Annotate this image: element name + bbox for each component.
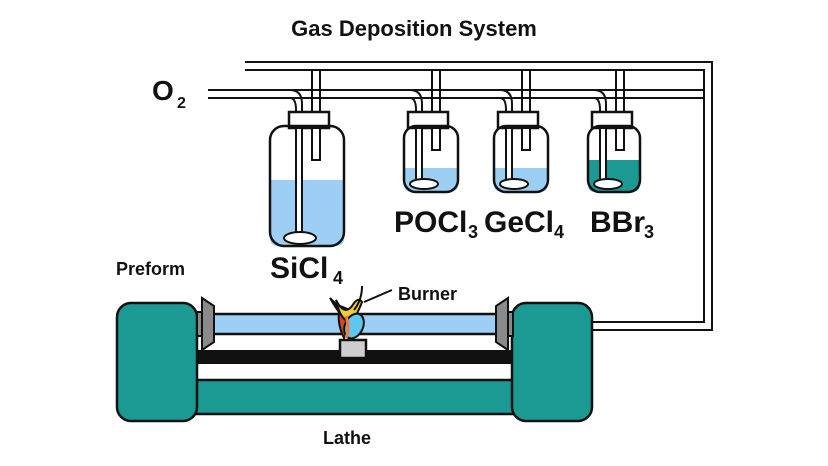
- lathe-label: Lathe: [323, 428, 371, 448]
- bubbler-disc: [499, 178, 529, 190]
- bottle-body: [586, 124, 642, 194]
- bbr3-subscript: 3: [644, 222, 654, 242]
- bottle-gecl4: [492, 110, 550, 194]
- burner: [329, 297, 368, 360]
- lathe-bed-base: [178, 378, 552, 416]
- oxygen-label: O: [152, 75, 174, 106]
- bubbler-disc: [409, 178, 439, 190]
- bottle-body: [402, 124, 460, 194]
- burner-label: Burner: [398, 284, 457, 304]
- diagram-title: Gas Deposition System: [291, 16, 537, 41]
- gecl4-subscript: 4: [554, 222, 564, 242]
- bottle-pocl3: [402, 110, 460, 194]
- burner-base: [338, 338, 368, 360]
- bubbler-disc: [283, 231, 317, 245]
- sicl4-label: SiCl: [270, 252, 328, 285]
- bottle-liquid: [270, 180, 344, 246]
- pocl3-subscript: 3: [468, 222, 478, 242]
- bubbler-disc: [593, 178, 623, 190]
- pocl3-label: POCl: [394, 206, 467, 239]
- lathe-tailstock: [510, 301, 594, 423]
- burner-pointer: [353, 285, 393, 311]
- gecl4-label: GeCl: [484, 206, 554, 239]
- bottle-bbr3: [586, 110, 642, 194]
- bottle-pipes: [289, 70, 625, 234]
- bbr3-label: BBr: [590, 206, 645, 239]
- bottle-sicl4: [268, 110, 346, 248]
- bottle-neck: [287, 110, 331, 130]
- sicl4-subscript: 4: [333, 268, 343, 288]
- flame-yellow: [335, 298, 364, 324]
- lathe-headstock: [115, 301, 199, 423]
- lathe: [115, 301, 594, 423]
- oxygen-subscript: 2: [177, 95, 186, 112]
- right-clamp: [495, 296, 509, 352]
- bottle-body: [268, 124, 346, 248]
- preform-label: Preform: [116, 259, 185, 279]
- left-clamp: [201, 296, 215, 352]
- bottle-body: [492, 124, 550, 194]
